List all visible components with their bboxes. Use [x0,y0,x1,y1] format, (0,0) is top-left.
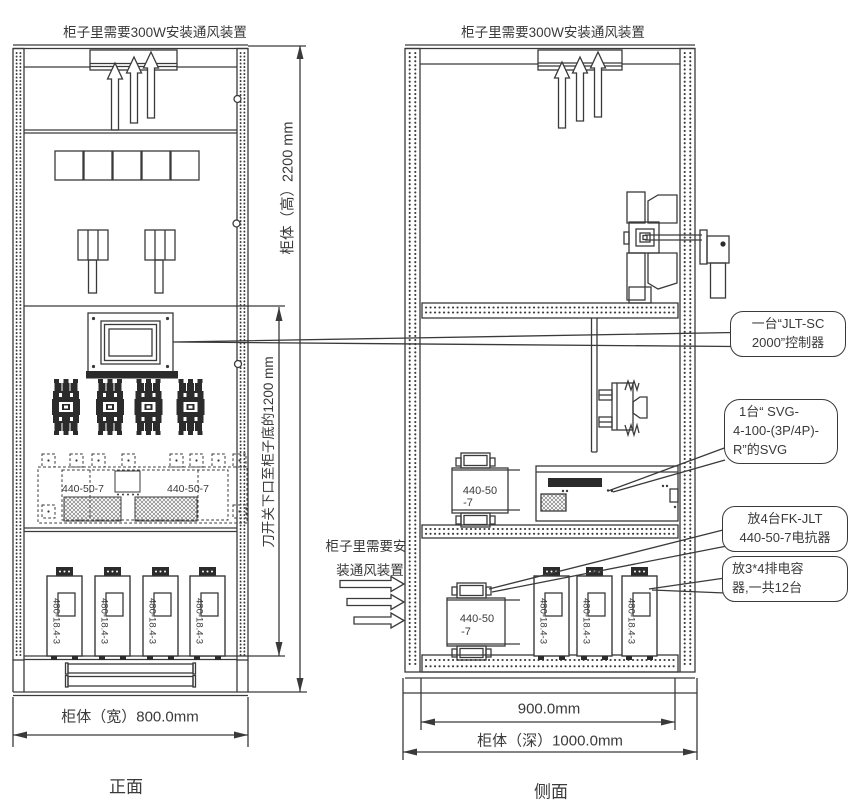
front-controller-display [86,312,178,379]
side-svg-unit [535,465,679,522]
hinge-knob [233,94,242,104]
side-knife-switch [623,191,730,304]
front-switch-height-dimension [275,307,283,656]
side-cabinet [339,44,730,694]
callout-svg-unit: 1台“ SVG- 4-100-(3P/4P)- R”的SVG [724,399,838,464]
side-vent-note-line2: 装通风装置 [336,563,404,578]
side-vent-note-line1: 柜子里需要安 [325,539,407,554]
front-cabinet [12,44,307,697]
callout-capacitor-bank: 放3*4排电容 器,一共12台 [722,556,848,602]
front-capacitor-label: 480-18.4-3 [146,598,158,644]
front-height-dim-label: 柜体（高）2200 mm [280,121,297,255]
front-busbars [64,662,197,688]
front-contactors [51,378,206,436]
side-depth-dimension [402,693,698,760]
side-inner-depth-dim-label: 900.0mm [517,700,581,718]
side-mid-reactor-label: -7 [463,497,473,509]
side-reactor-middle [451,452,520,528]
side-capacitor-label: 480-18.4-3 [580,598,592,644]
side-left-perforated-strip [404,47,421,673]
side-capacitor-label: 480-18.4-3 [537,598,549,644]
front-switch-dim-label: 刀开关下口至柜子底的1200 mm [261,356,276,548]
side-airflow-up-arrows [553,50,607,129]
front-height-dimension [248,45,306,692]
front-vent-title: 柜子里需要300W安装通风装置 [63,25,247,40]
callout-leader-lines [172,331,735,594]
front-capacitor-label: 480-18.4-3 [98,598,110,644]
front-reactor-assembly [37,453,248,524]
front-width-dim-label: 柜体（宽）800.0mm [61,708,199,726]
hinge-knob [233,359,243,369]
side-bottom-reactor-label: -7 [461,626,471,638]
callout-controller: 一台“JLT-SC 2000”控制器 [730,311,846,357]
front-view-label: 正面 [109,777,143,797]
side-vent-title: 柜子里需要300W安装通风装置 [461,25,645,40]
side-capacitor-label: 480-18.4-3 [625,598,637,644]
side-capacitors [533,566,658,661]
side-depth-dim-label: 柜体（深）1000.0mm [477,732,623,750]
front-reactor-label: 440-50-7 [61,483,105,495]
front-knife-switches [77,229,176,294]
front-breaker-row [54,150,200,181]
side-vent-arrows [339,575,406,630]
side-reactor-bottom [446,582,520,661]
front-airflow-up-arrows [106,50,160,131]
callout-reactors: 放4台FK-JLT 440-50-7电抗器 [722,506,848,552]
side-view-label: 侧面 [534,782,568,802]
front-right-perforated-strip [236,47,249,661]
side-inner-depth-dimension [420,678,676,730]
side-rail-top [421,302,679,319]
side-bottom-reactor-label: 440-50 [459,613,495,625]
front-capacitor-label: 480-18.4-3 [193,598,205,644]
front-reactor-label: 440-50-7 [166,483,210,495]
side-mounting-bar [590,318,598,453]
hinge-knob [232,219,241,228]
front-width-dimension [12,697,249,747]
side-right-perforated-strip [679,47,696,673]
side-contactor [598,378,648,438]
front-capacitor-label: 480-18.4-3 [50,598,62,644]
front-left-perforated-strip [12,47,25,661]
side-mid-reactor-label: 440-50 [462,485,498,497]
side-rail-middle [421,524,679,539]
